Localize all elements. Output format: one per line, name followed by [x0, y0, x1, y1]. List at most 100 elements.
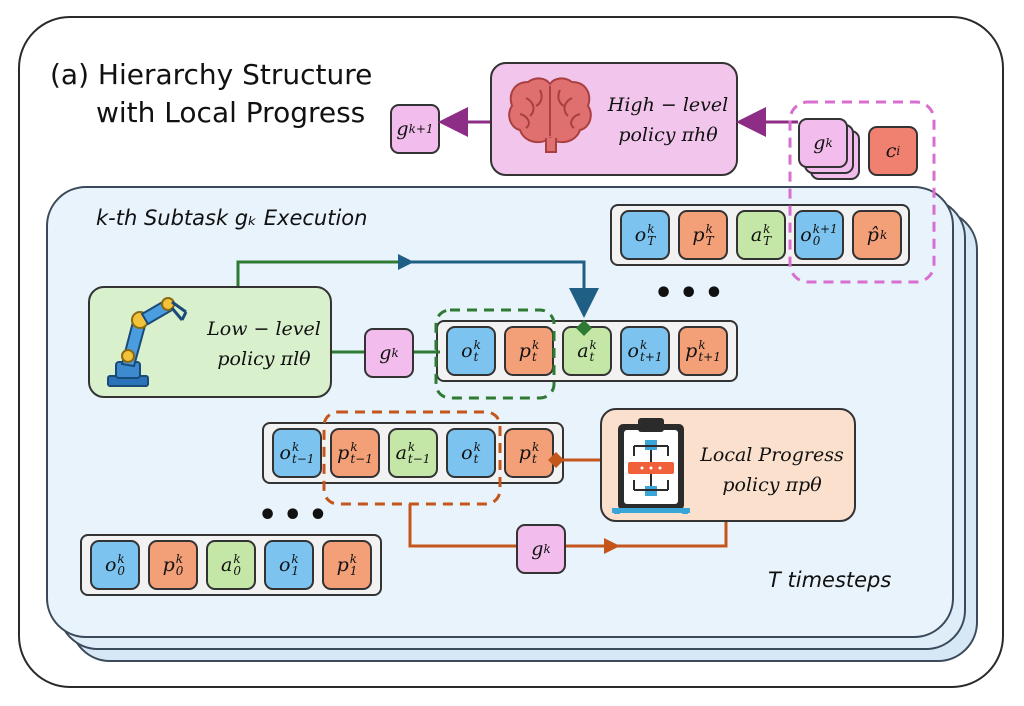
token-sub: t−1 [291, 452, 315, 466]
token-base: p [685, 340, 698, 362]
high-level-policy-label: High − level policy πhθ [598, 90, 738, 150]
token-sub: 0 [117, 564, 126, 578]
token-sub: t [473, 452, 479, 466]
token-sup: k [175, 552, 184, 566]
low-policy-line1: Low − level [207, 318, 321, 340]
token-gk-low-base: g [379, 342, 392, 364]
token-sub: 0 [175, 564, 184, 578]
local-policy-sub: θ [810, 474, 822, 496]
token-sup: k [117, 552, 125, 566]
panel-title: k-th Subtask gₖ Execution [96, 206, 367, 230]
token-gk-stacked-sub: k [825, 136, 833, 150]
token-gk-low-sub: k [391, 346, 399, 360]
token-sup: k [705, 222, 713, 236]
local-policy-script: pθ [798, 474, 822, 496]
token-base: a [750, 224, 763, 246]
token-base: p [518, 442, 531, 464]
token-gk-prog-sub: k [543, 542, 551, 556]
token-sub: 0 [233, 564, 241, 578]
token-g-next-sub: k+1 [408, 122, 434, 136]
high-policy-sub: θ [706, 124, 718, 146]
token-base: p [518, 340, 531, 362]
low-policy-pi: policy π [217, 348, 294, 370]
figure-title-line2: with Local Progress [96, 96, 366, 129]
token-base: p [336, 554, 349, 576]
token-sub: T [705, 234, 714, 248]
token-gk-prog-base: g [531, 538, 544, 560]
token-sub: t−1 [407, 452, 431, 466]
token-base: o [461, 340, 473, 362]
token-sub: t+1 [639, 350, 663, 364]
token-base: o [104, 554, 117, 576]
token-ci-base: c [885, 140, 897, 162]
token-g-next-base: g [396, 118, 409, 140]
high-policy-line1: High − level [607, 94, 729, 116]
token-sub: t [531, 350, 537, 364]
token-sub: T [647, 234, 656, 248]
token-sub: t [589, 350, 595, 364]
token-base: o [279, 442, 291, 464]
token-sup: k [233, 552, 241, 566]
token-sub: T [763, 234, 772, 248]
token-top-prog-4: p̂k [852, 210, 902, 260]
local-policy-line1: Local Progress [700, 444, 844, 466]
ellipsis-top: ••• [654, 276, 730, 311]
token-base: o [627, 340, 639, 362]
local-policy-sup: p [798, 474, 811, 496]
token-base: o [278, 554, 291, 576]
token-base: a [395, 442, 407, 464]
token-sup: k [531, 440, 540, 454]
high-policy-pi: policy π [618, 124, 694, 146]
local-policy-line2: policy πpθ [694, 470, 850, 500]
token-sub: t [531, 452, 537, 466]
local-policy-pi: policy π [722, 474, 799, 496]
token-sup: k [647, 222, 655, 236]
high-policy-line2: policy πhθ [598, 120, 738, 150]
token-base: a [577, 340, 589, 362]
token-sub: 1 [349, 564, 358, 578]
low-policy-script: lθ [293, 348, 311, 370]
token-sup: k [763, 222, 771, 236]
token-sup: k [589, 338, 597, 352]
token-base: o [800, 224, 812, 246]
ellipsis-bottom: ••• [258, 498, 334, 533]
token-sup: k [698, 338, 706, 352]
low-policy-sub: θ [299, 348, 311, 370]
token-ci-sub: i [896, 144, 901, 158]
token-sub: k [879, 228, 888, 242]
token-base: p [162, 554, 175, 576]
token-sup: k [291, 440, 300, 454]
token-base: p̂ [866, 224, 879, 246]
low-policy-line2: policy πlθ [198, 344, 330, 374]
high-policy-script: hθ [694, 124, 718, 146]
